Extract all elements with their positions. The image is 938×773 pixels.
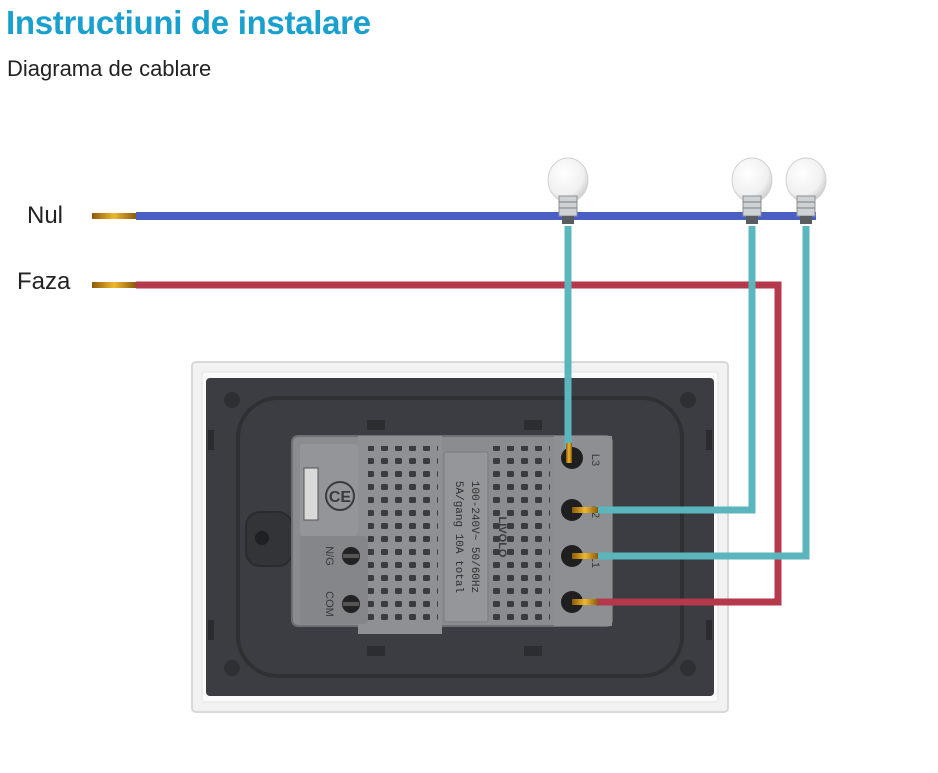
module-rating-line-1: 100-240V~ 50/60Hz bbox=[468, 481, 480, 593]
right-terminal-screws bbox=[561, 443, 598, 613]
light-bulb-icon bbox=[785, 157, 827, 224]
ce-mark-icon: CE bbox=[325, 481, 355, 511]
left-terminal-screws bbox=[342, 547, 360, 613]
terminal-label-ng: N/G bbox=[323, 546, 335, 566]
neutral-wire-label: Nul bbox=[27, 202, 64, 229]
phase-wire-label: Faza bbox=[17, 268, 71, 295]
load-wires bbox=[564, 226, 810, 560]
phase-wire bbox=[92, 281, 782, 606]
light-bulb-icon bbox=[547, 157, 589, 224]
neutral-wire bbox=[92, 212, 816, 220]
page-title: Instructiuni de instalare bbox=[6, 4, 371, 41]
switch-module bbox=[291, 435, 613, 634]
terminal-label-l3: L3 bbox=[589, 454, 601, 466]
light-bulb-icon bbox=[731, 157, 773, 224]
svg-text:CE: CE bbox=[329, 489, 352, 506]
module-rating-line-2: 5A/gang 10A total bbox=[452, 481, 464, 593]
page-subtitle: Diagrama de cablare bbox=[7, 56, 212, 81]
load-wire-l1 bbox=[596, 226, 810, 560]
load-wire-l2 bbox=[596, 226, 756, 514]
module-brand-logo: LIVOLO bbox=[496, 517, 508, 558]
terminal-label-com: COM bbox=[323, 591, 335, 617]
